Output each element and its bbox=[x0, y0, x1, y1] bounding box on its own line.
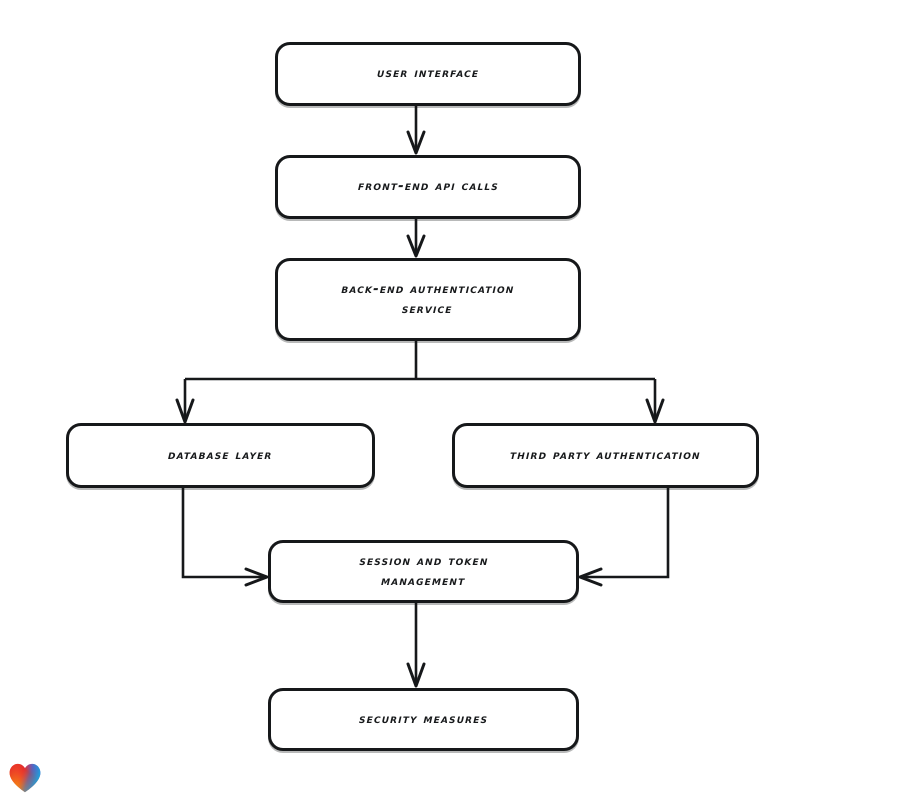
node-user-interface[interactable]: USER INTERFACE bbox=[275, 42, 581, 106]
edge-ui-to-api bbox=[406, 106, 426, 155]
edge-backend-branch-trunk bbox=[185, 341, 655, 381]
node-label: SECURITY MEASURES bbox=[358, 710, 489, 727]
watermark-heart bbox=[8, 762, 42, 794]
edge-session-to-security bbox=[406, 603, 426, 688]
node-third-party-authentication[interactable]: THIRD PARTY AUTHENTICATION bbox=[452, 423, 759, 488]
edge-backend-to-thirdparty bbox=[645, 379, 665, 424]
node-label: FRONT-END API CALLS bbox=[357, 178, 499, 195]
heart-icon bbox=[9, 763, 41, 793]
edge-database-to-session bbox=[181, 488, 269, 587]
node-label: BACK-END AUTHENTICATION SERVICE bbox=[341, 280, 516, 317]
node-back-end-authentication-service[interactable]: BACK-END AUTHENTICATION SERVICE bbox=[275, 258, 581, 341]
node-label: THIRD PARTY AUTHENTICATION bbox=[509, 446, 702, 463]
node-database-layer[interactable]: DATABASE LAYER bbox=[66, 423, 375, 488]
node-label: DATABASE LAYER bbox=[167, 446, 274, 463]
node-front-end-api-calls[interactable]: FRONT-END API CALLS bbox=[275, 155, 581, 219]
node-label: SESSION AND TOKEN MANAGEMENT bbox=[358, 552, 489, 589]
node-label: USER INTERFACE bbox=[376, 65, 480, 82]
edge-backend-to-database bbox=[175, 379, 195, 424]
edge-thirdparty-to-session bbox=[578, 488, 670, 587]
edge-api-to-backend bbox=[406, 219, 426, 258]
node-security-measures[interactable]: SECURITY MEASURES bbox=[268, 688, 579, 751]
node-session-and-token-management[interactable]: SESSION AND TOKEN MANAGEMENT bbox=[268, 540, 579, 603]
